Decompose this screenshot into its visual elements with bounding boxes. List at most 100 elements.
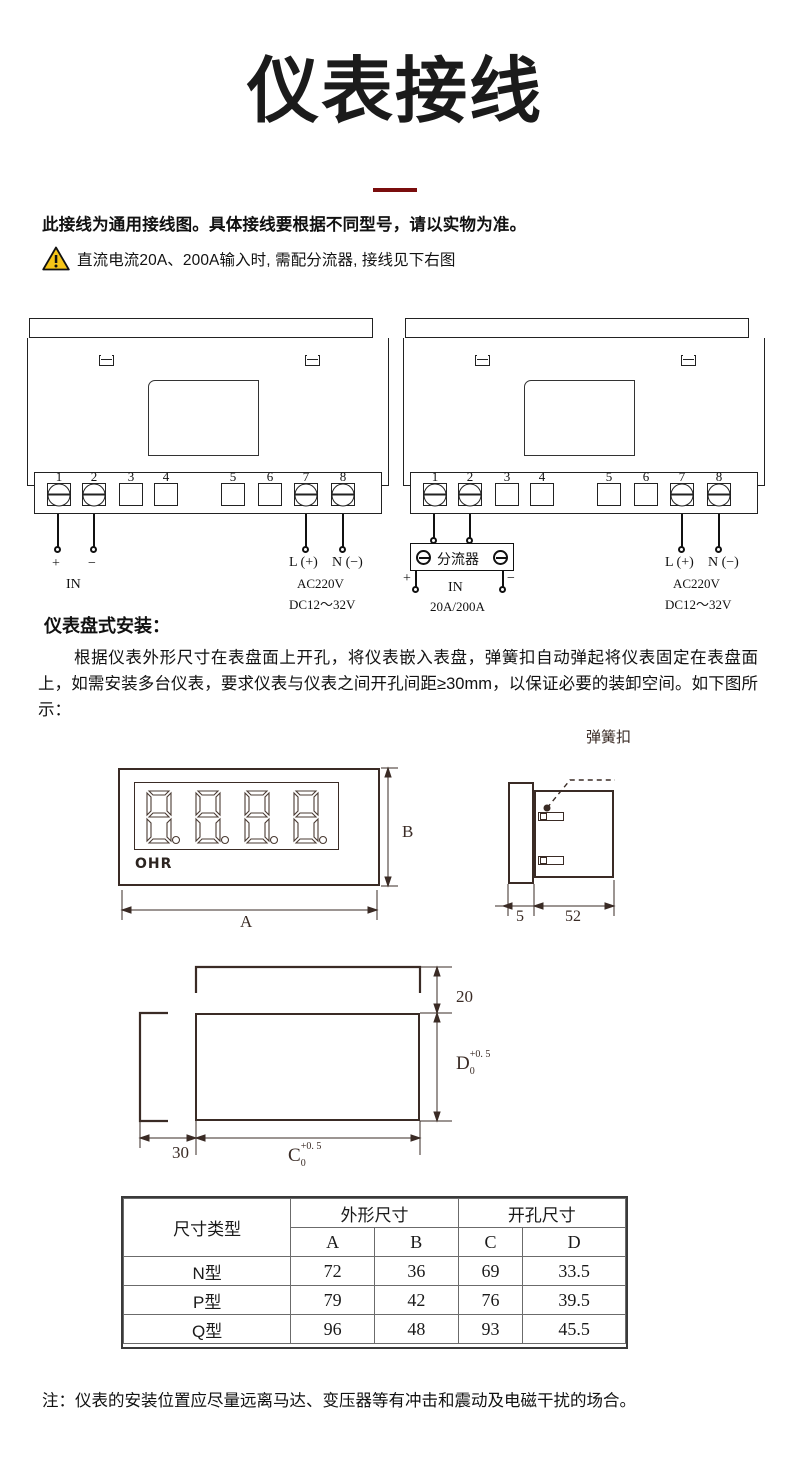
terminal-number: 1 <box>431 469 439 484</box>
screw-icon <box>82 483 106 506</box>
cutout-width-tol-upper: +0. 5 <box>300 1141 322 1153</box>
terminal-5: 5 <box>597 469 621 506</box>
table-cell-d: 39.5 <box>522 1285 626 1315</box>
terminal-number: 2 <box>90 469 98 484</box>
terminal-number: 8 <box>715 469 723 484</box>
terminal-number: 4 <box>538 469 546 484</box>
warning-text: 直流电流20A、200A输入时, 需配分流器, 接线见下右图 <box>77 251 456 269</box>
table-cell-a: 96 <box>290 1314 375 1344</box>
install-heading: 仪表盘式安装： <box>44 616 170 636</box>
table-header-d: D <box>522 1227 626 1257</box>
input-minus-label: − <box>88 556 96 571</box>
node-dot <box>499 586 506 593</box>
terminal-2: 2 <box>82 469 106 506</box>
front-view-dimensions <box>120 766 398 920</box>
shunt-box: 分流器 <box>410 543 514 571</box>
terminal-number: 3 <box>503 469 511 484</box>
table-header-c: C <box>457 1227 524 1257</box>
terminal-7: 7 <box>670 469 694 506</box>
cutout-height-dim: D +0. 5 0 <box>456 1050 490 1077</box>
terminal-6: 6 <box>634 469 658 506</box>
brand-logo: OHR <box>135 856 173 872</box>
node-dot <box>412 586 419 593</box>
power-live-label: L (+) <box>289 555 318 570</box>
screw-icon <box>707 483 731 506</box>
shunt-wiring-diagram: 1 2 3 4 5 6 <box>403 318 773 614</box>
cutout-width-label: C <box>288 1145 301 1166</box>
terminal-1: 1 <box>423 469 447 506</box>
terminal-5: 5 <box>221 469 245 506</box>
spring-clip-upper <box>538 812 564 821</box>
spring-clip-upper-detail <box>540 813 547 820</box>
node-dot <box>715 546 722 553</box>
screw-icon <box>423 483 447 506</box>
bezel-depth-label: 5 <box>516 908 524 925</box>
terminal-3: 3 <box>119 469 143 506</box>
meter-front-view: OHR <box>118 768 380 886</box>
terminal-6: 6 <box>258 469 282 506</box>
wiring-diagrams: 1 2 3 4 5 6 <box>0 318 790 614</box>
node-dot <box>54 546 61 553</box>
terminal-number: 1 <box>55 469 63 484</box>
node-dot <box>339 546 346 553</box>
dimension-drawings: OHR B A <box>0 729 790 950</box>
seven-segment-display-icon <box>146 790 328 845</box>
terminal-number: 2 <box>466 469 474 484</box>
power-neutral-label: N (−) <box>708 555 739 570</box>
power-dc-label: DC12～32V <box>665 597 732 612</box>
meter-bezel <box>508 782 534 884</box>
table-cell-c: 93 <box>457 1314 524 1344</box>
terminal-7: 7 <box>294 469 318 506</box>
table-group-header-outer: 外形尺寸 <box>290 1198 459 1228</box>
screw-icon <box>47 483 71 506</box>
screw-icon <box>670 483 694 506</box>
input-label: IN <box>66 577 81 592</box>
meter-housing <box>403 338 765 486</box>
terminal-number: 7 <box>678 469 686 484</box>
standard-wiring-diagram: 1 2 3 4 5 6 <box>27 318 397 612</box>
terminal-number: 3 <box>127 469 135 484</box>
lead-shunt-plus <box>415 571 417 589</box>
screw-icon <box>458 483 482 506</box>
meter-top-cover <box>29 318 373 338</box>
power-neutral-label: N (−) <box>332 555 363 570</box>
table-cell-c: 76 <box>457 1285 524 1315</box>
node-dot <box>302 546 309 553</box>
warning-triangle-icon <box>42 246 70 271</box>
terminal-3: 3 <box>495 469 519 506</box>
table-cell-d: 33.5 <box>522 1256 626 1286</box>
node-dot <box>90 546 97 553</box>
table-row: N型 72 36 69 33.5 <box>122 1256 626 1286</box>
subtitle-text: 此接线为通用接线图。具体接线要根据不同型号，请以实物为准。 <box>42 216 527 234</box>
lead-terminal-8 <box>342 514 344 548</box>
table-cell-b: 42 <box>373 1285 459 1315</box>
table-group-header-row: 尺寸类型 外形尺寸 开孔尺寸 <box>122 1198 627 1257</box>
shunt-terminal-minus-icon <box>493 550 508 565</box>
terminal-strip: 1 2 3 4 5 6 <box>34 469 382 514</box>
table-cell-type: N型 <box>122 1256 292 1286</box>
terminal-number: 7 <box>302 469 310 484</box>
table-row: P型 79 42 76 39.5 <box>122 1285 626 1315</box>
cutout-gap-left-label: 30 <box>172 1143 189 1162</box>
input-minus-label: − <box>507 571 515 586</box>
warning-row: 直流电流20A、200A输入时, 需配分流器, 接线见下右图 <box>42 246 456 271</box>
cutout-width-tol-lower: 0 <box>300 1158 306 1170</box>
lead-terminal-1 <box>433 514 435 540</box>
terminal-4: 4 <box>154 469 178 506</box>
body-depth-label: 52 <box>565 908 581 925</box>
housing-notch-right-icon <box>681 355 696 366</box>
table-cell-a: 72 <box>290 1256 375 1286</box>
panel-cutout-view: 20 30 D +0. 5 0 C +0. 5 0 <box>0 955 790 1185</box>
screw-icon <box>294 483 318 506</box>
terminal-8: 8 <box>707 469 731 506</box>
screw-icon <box>331 483 355 506</box>
terminal-number: 5 <box>229 469 237 484</box>
terminal-8: 8 <box>331 469 355 506</box>
node-dot <box>678 546 685 553</box>
table-cell-c: 69 <box>457 1256 524 1286</box>
front-height-label: B <box>402 822 414 841</box>
page-title: 仪表接线 <box>246 49 543 133</box>
front-width-label: A <box>240 912 253 931</box>
meter-top-cover <box>405 318 749 338</box>
cutout-outlines <box>138 965 452 1155</box>
